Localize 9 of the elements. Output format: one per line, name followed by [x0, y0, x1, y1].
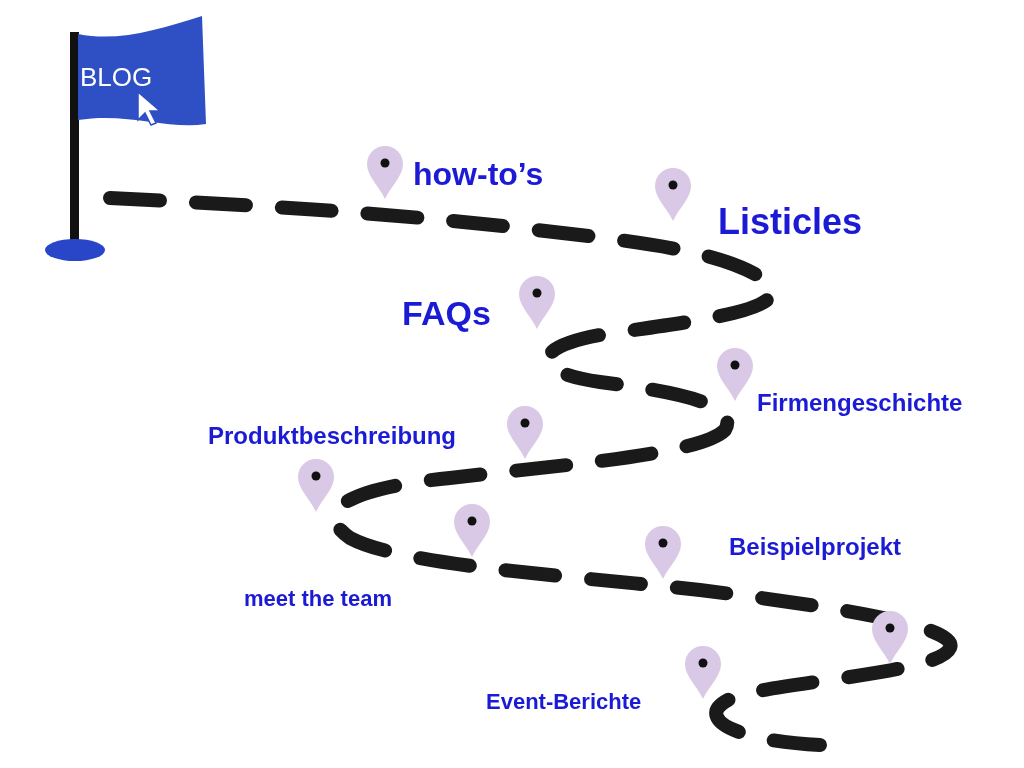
- content-type-label: meet the team: [244, 588, 392, 610]
- flag-label: BLOG: [80, 62, 153, 93]
- content-type-label: how-to’s: [413, 158, 544, 190]
- content-type-label: Event-Berichte: [486, 691, 642, 713]
- content-type-label: FAQs: [402, 296, 491, 330]
- content-type-label: Listicles: [718, 204, 863, 240]
- content-type-label: Produktbeschreibung: [208, 424, 457, 448]
- content-type-label: Beispielprojekt: [729, 535, 902, 559]
- content-type-label: Firmengeschichte: [757, 391, 963, 415]
